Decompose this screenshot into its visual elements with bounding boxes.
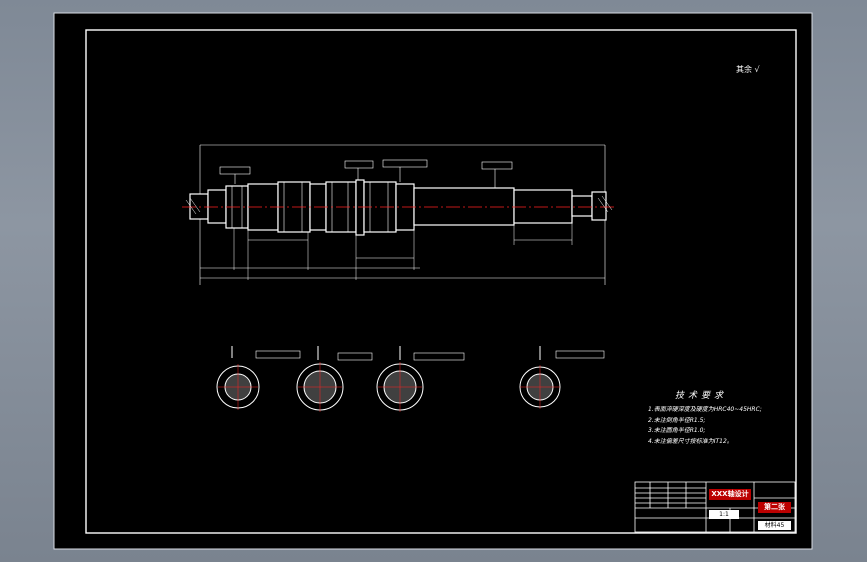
drawing-frame	[85, 29, 797, 534]
section-view-d	[519, 346, 605, 409]
tech-requirements-list: 1.表面淬硬深度及硬度为HRC40~45HRC; 2.未注倒角半径R1.5; 3…	[648, 405, 762, 447]
tech-requirements-title: 技术要求	[675, 391, 728, 401]
tech-note: 4.未注偏差尺寸按标准为IT12。	[648, 437, 733, 445]
title-block	[634, 481, 796, 533]
section-view-c	[376, 346, 465, 412]
tech-note: 1.表面淬硬深度及硬度为HRC40~45HRC;	[648, 406, 762, 413]
drawing-sheet	[53, 12, 813, 550]
section-view-b	[296, 346, 373, 412]
title-block-name-stamp: XXX轴设计	[709, 489, 751, 500]
title-block-sheet-stamp: 第二张	[758, 502, 791, 513]
tech-note: 3.未注圆角半径R1.0;	[648, 427, 706, 434]
surface-roughness-mark: 其余 √	[736, 65, 760, 74]
dimension-chains	[200, 223, 605, 280]
tech-note: 2.未注倒角半径R1.5;	[648, 416, 706, 424]
title-block-code: 材料45	[758, 521, 791, 530]
end-hatch	[185, 195, 613, 215]
section-view-a	[216, 346, 301, 410]
title-block-scale: 1:1	[709, 510, 739, 519]
tolerance-frames	[219, 159, 513, 188]
